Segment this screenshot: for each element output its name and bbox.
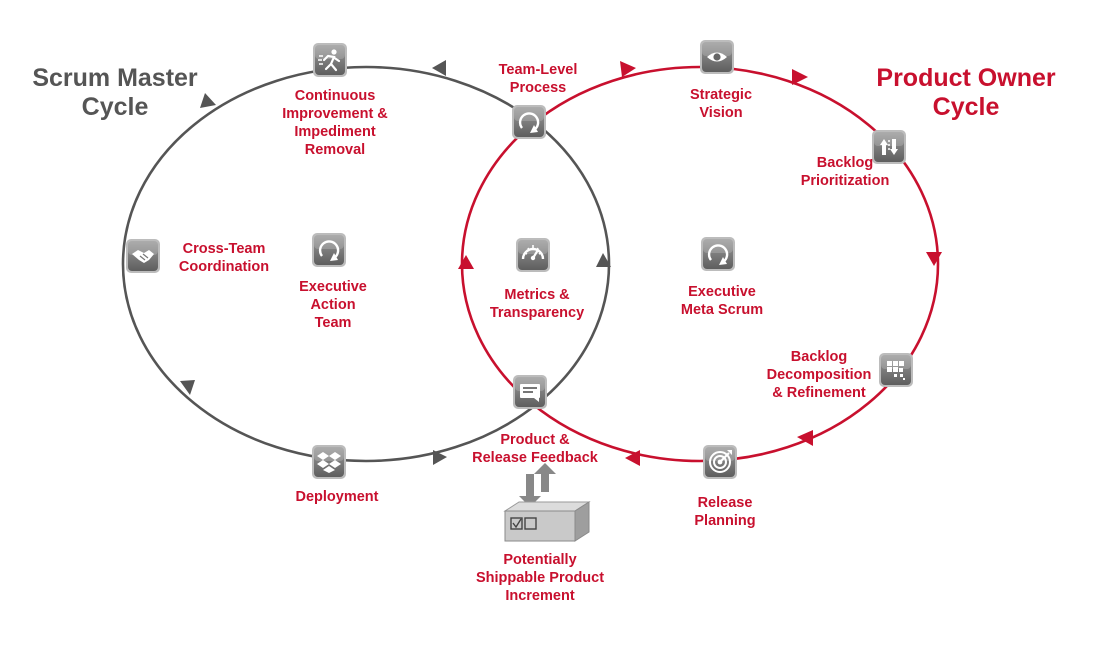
- label-line: Cross-Team: [182, 241, 266, 257]
- label-line: Decomposition: [766, 367, 872, 383]
- label-line: Backlog: [790, 349, 848, 365]
- label-line: Impediment: [294, 124, 376, 140]
- cycle-arrow-icon: [701, 237, 735, 271]
- title-line: Cycle: [932, 93, 1000, 121]
- label-line: Continuous: [294, 88, 376, 104]
- label-line: Release: [697, 495, 753, 511]
- label-line: Executive: [688, 284, 756, 300]
- po-arrow-top-right: [792, 69, 808, 85]
- icon-layer: [126, 40, 913, 479]
- eye-icon: [700, 40, 734, 74]
- label-line: Meta Scrum: [680, 302, 764, 318]
- label-line: Team-Level: [498, 62, 578, 78]
- label-product-release-feedback: Product & Release Feedback: [460, 431, 610, 467]
- title-line: Cycle: [81, 93, 149, 121]
- sm-arrow-upper-left: [200, 93, 216, 108]
- label-backlog-prioritization: Backlog Prioritization: [784, 154, 906, 190]
- feedback-screen-icon: [513, 375, 547, 409]
- label-cross-team-coordination: Cross-Team Coordination: [166, 240, 282, 276]
- label-executive-meta-scrum: Executive Meta Scrum: [665, 283, 779, 319]
- label-line: Team: [314, 315, 352, 331]
- label-line: Increment: [505, 588, 575, 604]
- release-up-arrow: [534, 463, 556, 492]
- label-backlog-decomposition: Backlog Decomposition & Refinement: [758, 348, 880, 402]
- po-arrow-bottom: [625, 450, 640, 466]
- po-arrow-lower-right: [797, 430, 813, 446]
- label-line: Coordination: [178, 259, 270, 275]
- target-icon: [703, 445, 737, 479]
- label-line: Transparency: [489, 305, 585, 321]
- label-line: Action: [310, 297, 356, 313]
- po-arrow-right: [926, 252, 942, 266]
- label-line: Deployment: [295, 489, 379, 505]
- label-team-level-process: Team-Level Process: [478, 61, 598, 97]
- priority-arrows-icon: [872, 130, 906, 164]
- label-line: Shippable Product: [475, 570, 605, 586]
- label-line: Backlog: [816, 155, 874, 171]
- label-line: Executive: [299, 279, 367, 295]
- po-arrow-top-left: [620, 61, 636, 77]
- label-continuous-improvement: Continuous Improvement & Impediment Remo…: [270, 87, 400, 159]
- label-executive-action-team: Executive Action Team: [281, 278, 385, 332]
- title-line: Scrum Master: [32, 64, 198, 92]
- label-line: Planning: [694, 513, 756, 529]
- handshake-icon: [126, 239, 160, 273]
- label-line: Process: [509, 80, 567, 96]
- label-line: Vision: [699, 105, 743, 121]
- label-line: Strategic: [689, 87, 753, 103]
- title-line: Product Owner: [876, 64, 1056, 92]
- label-line: Metrics &: [504, 287, 570, 303]
- cycle-arrow-icon: [312, 233, 346, 267]
- dropbox-icon: [312, 445, 346, 479]
- label-line: Prioritization: [800, 173, 890, 189]
- label-line: Improvement &: [282, 106, 388, 122]
- sm-arrow-bottom: [433, 450, 447, 465]
- label-deployment: Deployment: [282, 488, 392, 506]
- sm-arrow-lower-left: [180, 380, 195, 395]
- po-arrow-inner-left: [458, 255, 474, 269]
- label-release-planning: Release Planning: [675, 494, 775, 530]
- sm-arrow-inner-right: [596, 253, 611, 267]
- label-strategic-vision: Strategic Vision: [671, 86, 771, 122]
- cycle-arrow-icon: [512, 105, 546, 139]
- label-line: Potentially: [503, 552, 577, 568]
- sm-arrow-top: [432, 60, 446, 76]
- label-line: Removal: [304, 142, 366, 158]
- decomposition-icon: [879, 353, 913, 387]
- label-metrics-transparency: Metrics & Transparency: [476, 286, 598, 322]
- running-person-icon: [313, 43, 347, 77]
- speedometer-icon: [516, 238, 550, 272]
- label-line: & Refinement: [772, 385, 866, 401]
- shippable-box-icon: [503, 501, 591, 542]
- scrum-master-cycle-title: Scrum Master Cycle: [20, 64, 210, 122]
- label-potentially-shippable: Potentially Shippable Product Increment: [460, 551, 620, 605]
- label-line: Product &: [500, 432, 570, 448]
- label-line: Release Feedback: [472, 450, 598, 466]
- release-down-arrow: [519, 474, 541, 507]
- product-owner-cycle-title: Product Owner Cycle: [868, 64, 1064, 122]
